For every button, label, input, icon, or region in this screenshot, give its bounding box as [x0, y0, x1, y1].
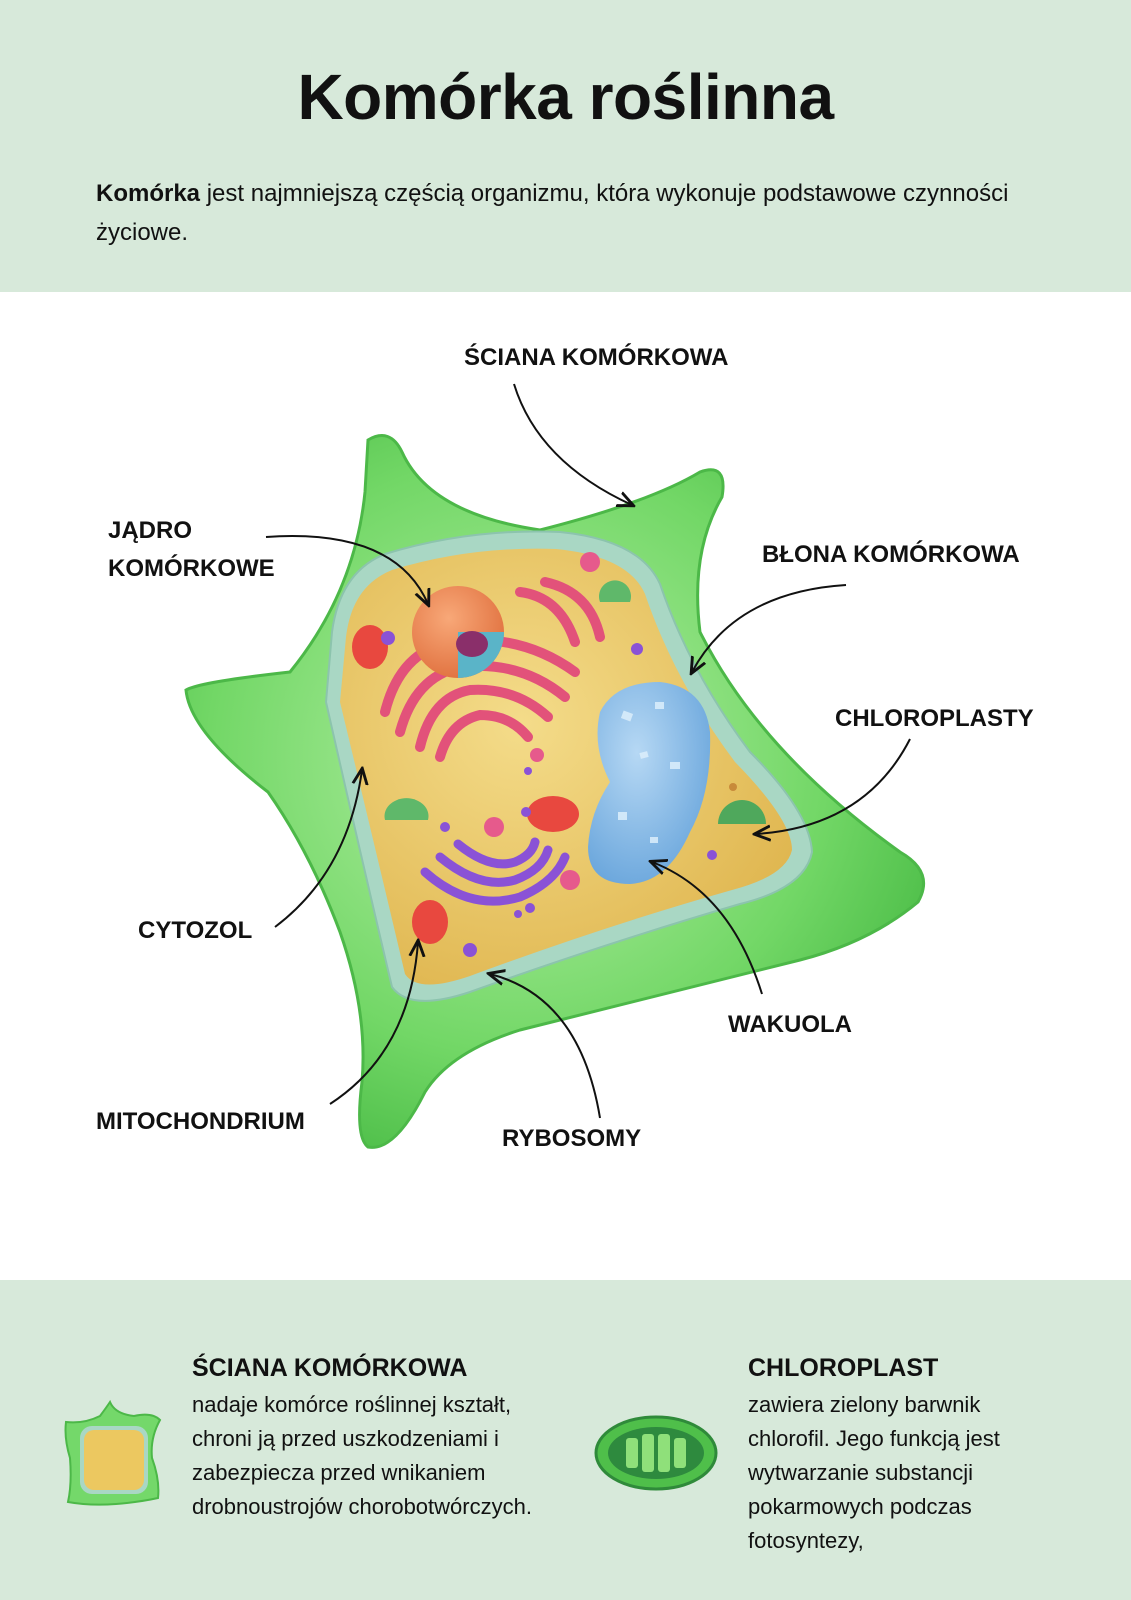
info-chloroplast-heading: CHLOROPLAST — [748, 1354, 939, 1382]
info-chloroplast-text: zawiera zielony barwnik chlorofil. Jego … — [748, 1392, 1000, 1553]
label-nucleus: JĄDRO KOMÓRKOWE — [108, 517, 275, 582]
endoplasmic-reticulum — [380, 577, 605, 762]
plant-cell-diagram: ŚCIANA KOMÓRKOWA JĄDRO KOMÓRKOWE BŁONA K… — [0, 292, 1131, 1280]
chloroplast-icon — [594, 1415, 718, 1491]
mitochondria — [352, 625, 579, 944]
plant-cell-illustration — [184, 383, 926, 1149]
leader-nucleus — [265, 535, 428, 604]
label-vacuole: WAKUOLA — [728, 1011, 852, 1038]
leader-cell-wall — [513, 383, 632, 505]
page-title: Komórka roślinna — [297, 61, 834, 133]
chloroplasts-shapes — [384, 580, 766, 824]
label-ribosomes: RYBOSOMY — [502, 1125, 642, 1152]
golgi-apparatus — [420, 837, 570, 906]
leader-cytosol — [274, 770, 362, 928]
header-band — [0, 0, 1131, 292]
label-cytosol: CYTOZOL — [138, 917, 253, 944]
cell-wall-icon — [64, 1399, 162, 1506]
intro-text: Komórka jest najmniejszą częścią organiz… — [96, 174, 1036, 252]
leader-mitochondrion — [329, 942, 418, 1105]
info-cell-wall: ŚCIANA KOMÓRKOWA nadaje komórce roślinne… — [192, 1352, 572, 1524]
vacuole-shape — [588, 682, 711, 884]
info-chloroplast: CHLOROPLAST zawiera zielony barwnik chlo… — [748, 1352, 1068, 1558]
nucleolus-shape — [456, 631, 488, 657]
info-cell-wall-text: nadaje komórce roślinnej kształt, chroni… — [192, 1392, 532, 1519]
label-cell-wall: ŚCIANA KOMÓRKOWA — [464, 344, 729, 371]
ribosomes-shapes — [381, 552, 737, 957]
vacuole-highlights — [618, 702, 680, 843]
leader-vacuole — [652, 862, 763, 995]
label-mitochondrion: MITOCHONDRIUM — [96, 1108, 305, 1135]
intro-term: Komórka — [96, 180, 201, 207]
info-band — [0, 1280, 1131, 1600]
intro-rest: jest najmniejszą częścią organizmu, któr… — [96, 180, 1009, 246]
label-chloroplasts: CHLOROPLASTY — [835, 705, 1034, 732]
leader-chloroplasts — [756, 738, 911, 834]
leader-cell-membrane — [692, 584, 847, 672]
info-cell-wall-heading: ŚCIANA KOMÓRKOWA — [192, 1354, 468, 1382]
label-cell-membrane: BŁONA KOMÓRKOWA — [762, 541, 1020, 568]
leader-ribosomes — [490, 974, 601, 1119]
